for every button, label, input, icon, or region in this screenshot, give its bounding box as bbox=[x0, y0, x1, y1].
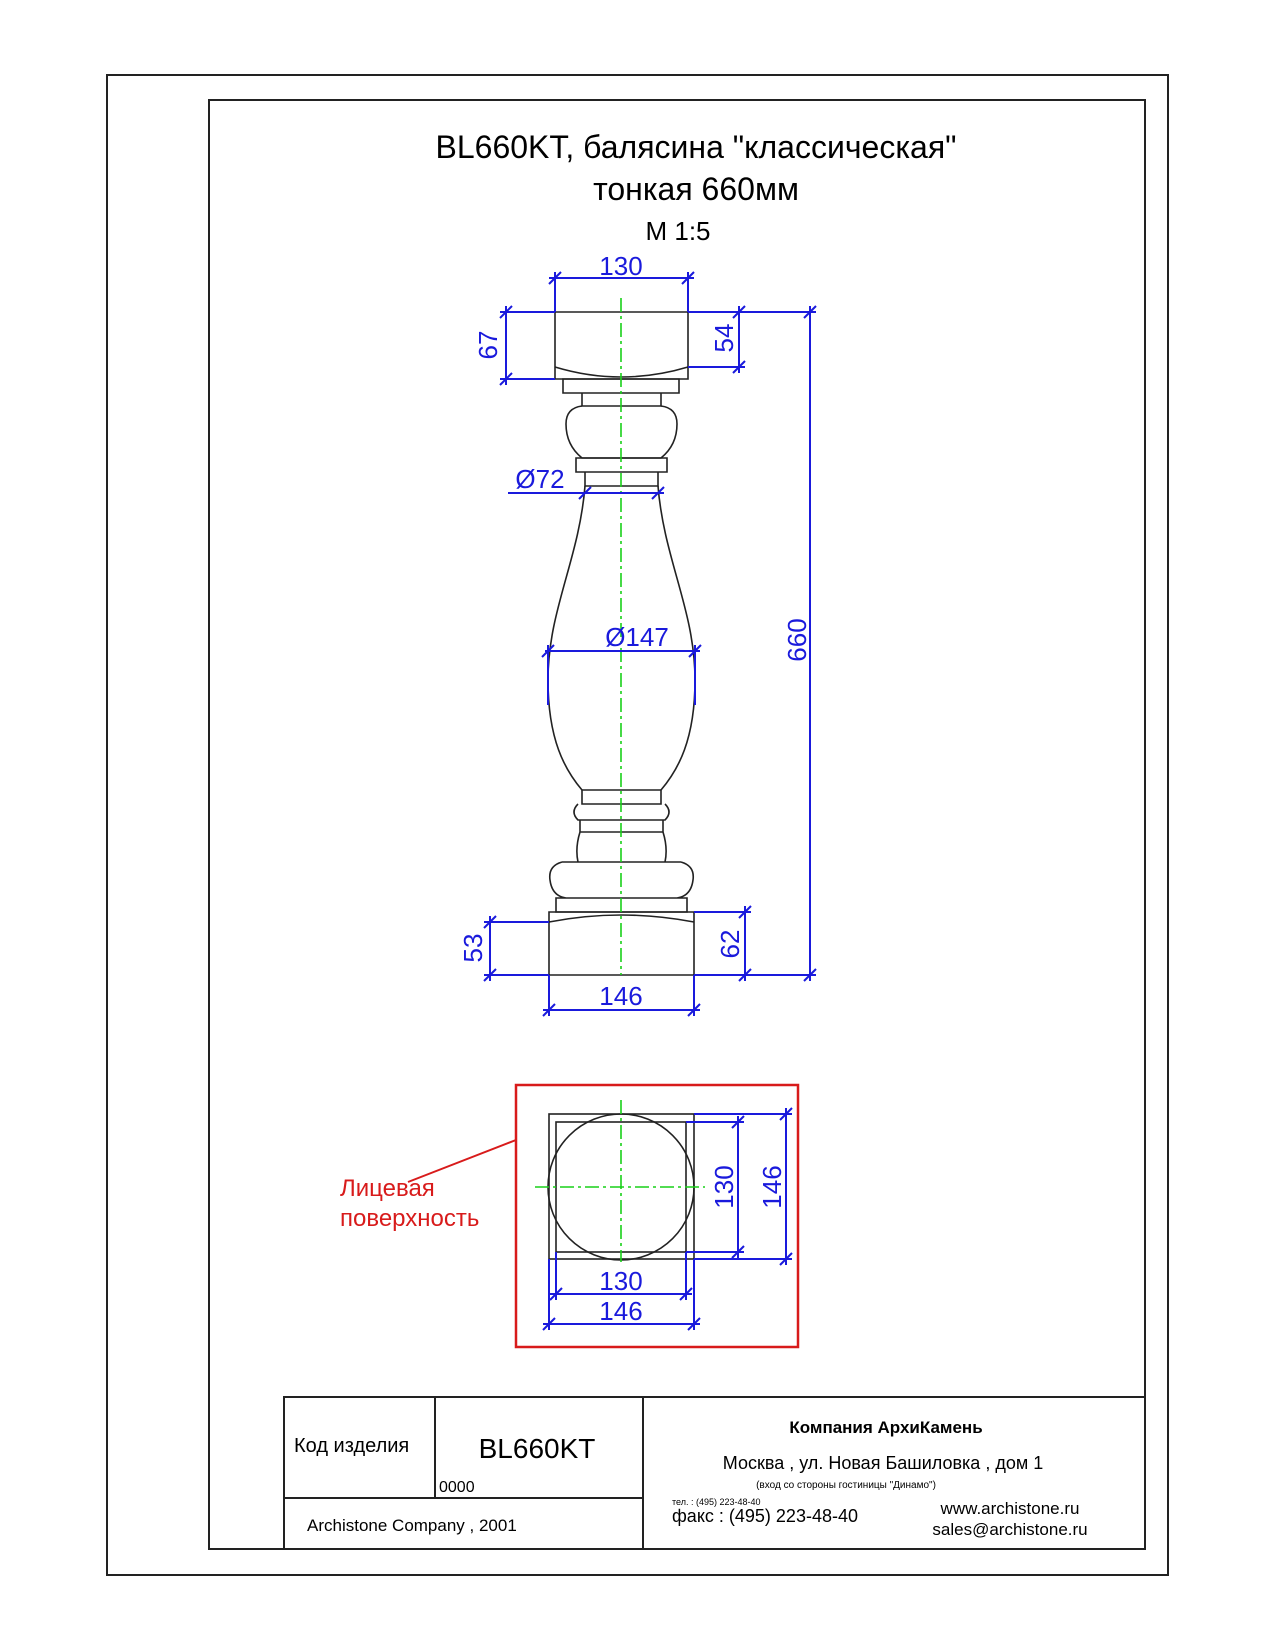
drawing-title-line1: BL660KT, балясина "классическая" bbox=[436, 129, 957, 165]
company-website: www.archistone.ru bbox=[940, 1499, 1080, 1518]
drawing-title-line2: тонкая 660мм bbox=[593, 171, 799, 207]
plan-dim-outer-horizontal: 146 bbox=[599, 1296, 642, 1326]
fax-number: факс : (495) 223-48-40 bbox=[672, 1506, 858, 1526]
dim-top-height-right: 54 bbox=[709, 324, 739, 353]
dim-top-height-left: 67 bbox=[473, 331, 503, 360]
elevation-dimensions: 130 67 54 660 Ø72 Ø147 bbox=[458, 251, 817, 1017]
outer-frame bbox=[106, 74, 1169, 1576]
product-code-sub: 0000 bbox=[439, 1479, 475, 1496]
company-email: sales@archistone.ru bbox=[932, 1520, 1087, 1539]
company-year: Archistone Company , 2001 bbox=[307, 1516, 517, 1535]
dim-base-height-right: 62 bbox=[715, 930, 745, 959]
baluster-top-block bbox=[554, 311, 689, 380]
dim-neck-diameter: Ø72 bbox=[515, 464, 564, 494]
drawing-scale: М 1:5 bbox=[645, 216, 710, 246]
face-label-line2: поверхность bbox=[340, 1205, 479, 1232]
company-address: Москва , ул. Новая Башиловка , дом 1 bbox=[723, 1453, 1043, 1473]
dim-belly-diameter: Ø147 bbox=[605, 622, 669, 652]
plan-view: Лицевая поверхность 130 146 130 bbox=[340, 1083, 800, 1349]
face-highlight-box bbox=[514, 1083, 800, 1349]
inner-frame bbox=[208, 99, 1146, 1550]
plan-dim-inner-horizontal: 130 bbox=[599, 1266, 642, 1296]
face-leader-line bbox=[407, 1139, 517, 1183]
product-code-value: BL660KT bbox=[479, 1433, 596, 1464]
company-name: Компания АрхиКамень bbox=[789, 1418, 982, 1437]
dim-total-height: 660 bbox=[782, 618, 812, 661]
plan-dim-inner-vertical: 130 bbox=[709, 1165, 739, 1208]
dim-base-height-left: 53 bbox=[458, 934, 488, 963]
plan-dim-outer-vertical: 146 bbox=[757, 1165, 787, 1208]
title-block: Код изделия BL660KT 0000 Archistone Comp… bbox=[283, 1396, 1146, 1550]
address-note: (вход со стороны гостиницы "Динамо") bbox=[756, 1480, 936, 1491]
product-code-label: Код изделия bbox=[294, 1435, 409, 1457]
dim-top-width: 130 bbox=[599, 251, 642, 281]
phone-small: тел. : (495) 223-48-40 bbox=[672, 1497, 761, 1507]
dim-base-width: 146 bbox=[599, 981, 642, 1011]
face-label-line1: Лицевая bbox=[340, 1175, 435, 1202]
